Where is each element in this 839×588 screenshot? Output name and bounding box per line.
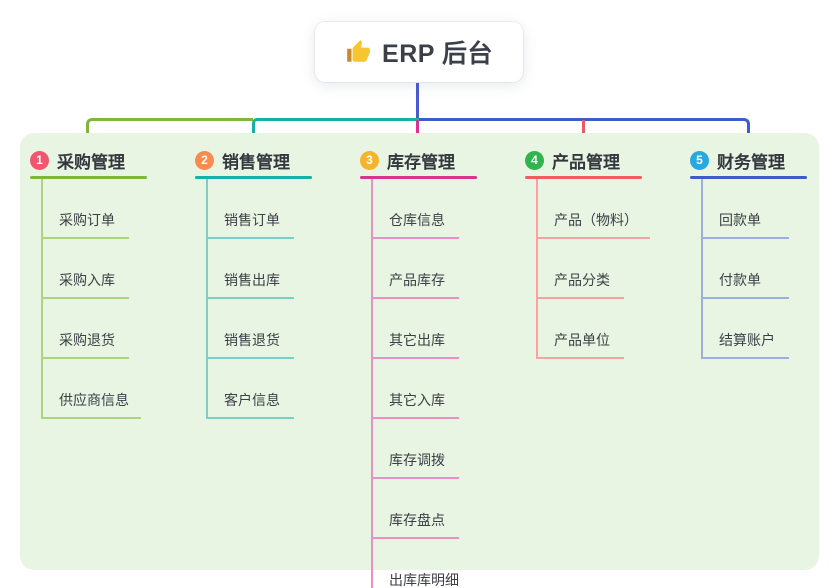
branch-header-purchase[interactable]: 1 采购管理	[30, 148, 192, 172]
branch-child[interactable]: 其它出库	[373, 299, 459, 359]
branch-label: 产品管理	[552, 152, 620, 172]
child-label: 采购订单	[59, 212, 115, 228]
child-label: 库存盘点	[389, 512, 445, 528]
branch-underline	[690, 176, 807, 179]
bus-drop-inventory	[416, 120, 419, 144]
child-label: 出库库明细	[389, 572, 459, 588]
branch-header-sales[interactable]: 2 销售管理	[195, 148, 357, 172]
branch-label: 财务管理	[717, 152, 785, 172]
root-connector-line	[416, 82, 419, 120]
child-label: 仓库信息	[389, 212, 445, 228]
branch-inventory: 3 库存管理 仓库信息 产品库存 其它出库 其它入库 库存调拨 库存盘点 出库库…	[360, 148, 522, 588]
child-label: 产品（物料）	[554, 212, 638, 228]
root-title: ERP 后台	[382, 40, 493, 68]
branch-child[interactable]: 销售出库	[208, 239, 294, 299]
branch-header-product[interactable]: 4 产品管理	[525, 148, 687, 172]
bus-segment-finance	[419, 118, 750, 145]
branch-child[interactable]: 出库库明细	[373, 539, 471, 588]
branch-child[interactable]: 产品库存	[373, 239, 459, 299]
branch-underline	[30, 176, 147, 179]
bus-segment-purchase	[86, 118, 253, 145]
branch-child[interactable]: 库存调拨	[373, 419, 459, 479]
branch-label: 销售管理	[222, 152, 290, 172]
child-label: 产品库存	[389, 272, 445, 288]
child-label: 销售出库	[224, 272, 280, 288]
branch-number-badge: 5	[690, 150, 709, 170]
branch-child[interactable]: 回款单	[703, 179, 789, 239]
branches-panel	[20, 133, 819, 570]
branch-underline	[195, 176, 312, 179]
branch-child[interactable]: 产品单位	[538, 299, 624, 359]
child-label: 客户信息	[224, 392, 280, 408]
child-label: 采购入库	[59, 272, 115, 288]
branch-underline	[360, 176, 477, 179]
child-label: 付款单	[719, 272, 761, 288]
child-label: 其它入库	[389, 392, 445, 408]
branch-product: 4 产品管理 产品（物料） 产品分类 产品单位	[525, 148, 687, 359]
branch-label: 采购管理	[57, 152, 125, 172]
branch-child[interactable]: 客户信息	[208, 359, 294, 419]
branch-header-finance[interactable]: 5 财务管理	[690, 148, 839, 172]
branch-child[interactable]: 产品（物料）	[538, 179, 650, 239]
child-label: 结算账户	[719, 332, 775, 348]
branch-child[interactable]: 采购退货	[43, 299, 129, 359]
child-label: 采购退货	[59, 332, 115, 348]
child-label: 库存调拨	[389, 452, 445, 468]
branch-child[interactable]: 仓库信息	[373, 179, 459, 239]
branch-child[interactable]: 采购订单	[43, 179, 129, 239]
branch-child[interactable]: 库存盘点	[373, 479, 459, 539]
thumbs-up-icon	[347, 40, 370, 62]
bus-drop-product	[582, 120, 585, 144]
branch-children: 回款单 付款单 结算账户	[701, 179, 789, 359]
branch-child[interactable]: 结算账户	[703, 299, 789, 359]
branch-child[interactable]: 销售退货	[208, 299, 294, 359]
child-label: 其它出库	[389, 332, 445, 348]
branch-underline	[525, 176, 642, 179]
branch-number-badge: 3	[360, 150, 379, 170]
bus-segment-sales	[252, 118, 419, 145]
child-label: 供应商信息	[59, 392, 129, 408]
child-label: 销售退货	[224, 332, 280, 348]
branch-children: 销售订单 销售出库 销售退货 客户信息	[206, 179, 294, 419]
child-label: 产品分类	[554, 272, 610, 288]
branch-child[interactable]: 其它入库	[373, 359, 459, 419]
branch-number-badge: 4	[525, 150, 544, 170]
branch-children: 采购订单 采购入库 采购退货 供应商信息	[41, 179, 141, 419]
branch-children: 产品（物料） 产品分类 产品单位	[536, 179, 650, 359]
branch-number-badge: 2	[195, 150, 214, 170]
branch-children: 仓库信息 产品库存 其它出库 其它入库 库存调拨 库存盘点 出库库明细	[371, 179, 471, 588]
branch-child[interactable]: 采购入库	[43, 239, 129, 299]
branch-sales: 2 销售管理 销售订单 销售出库 销售退货 客户信息	[195, 148, 357, 419]
branch-header-inventory[interactable]: 3 库存管理	[360, 148, 522, 172]
branch-label: 库存管理	[387, 152, 455, 172]
child-label: 销售订单	[224, 212, 280, 228]
branch-finance: 5 财务管理 回款单 付款单 结算账户	[690, 148, 839, 359]
branch-child[interactable]: 供应商信息	[43, 359, 141, 419]
branch-child[interactable]: 产品分类	[538, 239, 624, 299]
branch-purchase: 1 采购管理 采购订单 采购入库 采购退货 供应商信息	[30, 148, 192, 419]
branch-number-badge: 1	[30, 150, 49, 170]
root-node[interactable]: ERP 后台	[315, 22, 523, 82]
branch-child[interactable]: 付款单	[703, 239, 789, 299]
child-label: 产品单位	[554, 332, 610, 348]
child-label: 回款单	[719, 212, 761, 228]
branch-child[interactable]: 销售订单	[208, 179, 294, 239]
